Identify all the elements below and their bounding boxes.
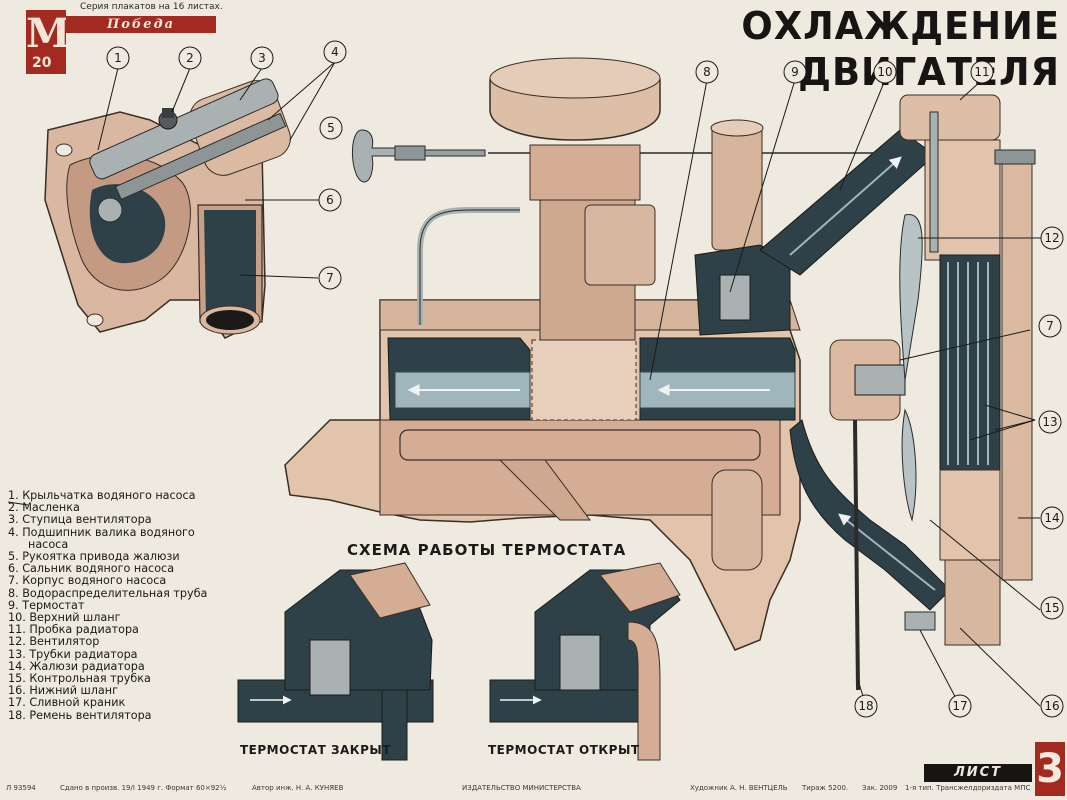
callout-number: 8	[703, 65, 711, 79]
imprint-printer: 1-я тип. Трансжелдориздата МПС	[905, 784, 1031, 792]
callout-leaders	[7, 61, 1058, 707]
imprint-code: Л 93594	[6, 784, 36, 792]
thermostat-open-caption: ТЕРМОСТАТ ОТКРЫТ	[488, 743, 640, 757]
engine	[284, 57, 951, 691]
callout-numbers: 1 2 3 4 5 6 7 8 9 10 11 12 7 13 14 15 16…	[114, 45, 1059, 713]
thermostat-heading: СХЕМА РАБОТЫ ТЕРМОСТАТА	[347, 541, 627, 559]
legend-item: 18. Ремень вентилятора	[8, 708, 152, 722]
legend-item: 12. Вентилятор	[8, 635, 100, 649]
sheet-label: ЛИСТ	[924, 764, 1032, 782]
callout-number: 16	[1044, 699, 1059, 713]
callout-number: 1	[114, 51, 122, 65]
callout-number: 5	[327, 121, 335, 135]
legend-item: 3. Ступица вентилятора	[8, 513, 152, 527]
legend-item: 16. Нижний шланг	[8, 684, 118, 698]
callout-number: 12	[1044, 231, 1059, 245]
callout-number: 11	[974, 65, 989, 79]
parts-legend: 1. Крыльчатка водяного насоса 2. Масленк…	[8, 489, 238, 722]
callout-number: 14	[1044, 511, 1059, 525]
imprint-circulation: Тираж 5200.	[802, 784, 849, 792]
legend-item: 14. Жалюзи радиатора	[8, 659, 145, 673]
brand-banner: Победа	[66, 16, 216, 33]
imprint-order: Зак. 2009	[862, 784, 898, 792]
legend-item: 2. Масленка	[8, 501, 80, 515]
poster-title: ОХЛАЖДЕНИЕ ДВИГАТЕЛЯ	[741, 4, 1060, 94]
logo-letter: М	[26, 10, 71, 57]
thermostat-closed-schematic	[237, 562, 434, 761]
callout-number: 10	[877, 65, 892, 79]
legend-item: 9. Термостат	[8, 598, 85, 612]
series-note: Серия плакатов на 16 листах.	[80, 2, 223, 12]
legend-item: 15. Контрольная трубка	[8, 672, 151, 686]
sheet-number: 3	[1035, 742, 1065, 796]
callout-number: 15	[1044, 601, 1059, 615]
callout-number: 3	[258, 51, 266, 65]
fan	[899, 214, 923, 522]
callout-number: 7	[1046, 319, 1054, 333]
callout-number: 4	[331, 45, 339, 59]
callout-number: 7	[326, 271, 334, 285]
imprint-publisher: ИЗДАТЕЛЬСТВО МИНИСТЕРСТВА	[462, 784, 581, 792]
imprint-print-info: Сдано в произв. 19/I 1949 г. Формат 60×9…	[60, 784, 227, 792]
callout-number: 17	[952, 699, 967, 713]
logo-number: 20	[32, 55, 52, 71]
legend-item: 5. Рукоятка привода жалюзи	[8, 550, 180, 564]
m20-logo: М 20	[26, 10, 71, 74]
radiator	[899, 94, 1036, 646]
water-pump-cutaway	[44, 78, 291, 339]
callout-circles	[106, 40, 1064, 718]
legend-item: 13. Трубки радиатора	[8, 647, 138, 661]
callout-number: 9	[791, 65, 799, 79]
thermostat-open-schematic	[489, 562, 681, 761]
callout-number: 6	[326, 193, 334, 207]
legend-item: 17. Сливной краник	[8, 696, 126, 710]
imprint-artist: Художник А. Н. ВЕНТЦЕЛЬ	[690, 784, 788, 792]
thermostat-closed-caption: ТЕРМОСТАТ ЗАКРЫТ	[240, 743, 391, 757]
legend-item: 4. Подшипник валика водяного насоса	[8, 525, 195, 551]
callout-number: 13	[1042, 415, 1057, 429]
legend-item: 10. Верхний шланг	[8, 611, 121, 625]
legend-item: 6. Сальник водяного насоса	[8, 562, 175, 576]
legend-item: 1. Крыльчатка водяного насоса	[8, 489, 196, 502]
legend-item: 7. Корпус водяного насоса	[8, 574, 167, 588]
imprint-author: Автор инж. Н. А. КУНЯЕВ	[252, 784, 344, 792]
legend-item: 11. Пробка радиатора	[8, 623, 139, 637]
legend-item: 8. Водораспределительная труба	[8, 586, 208, 600]
callout-number: 18	[858, 699, 873, 713]
callout-number: 2	[186, 51, 194, 65]
